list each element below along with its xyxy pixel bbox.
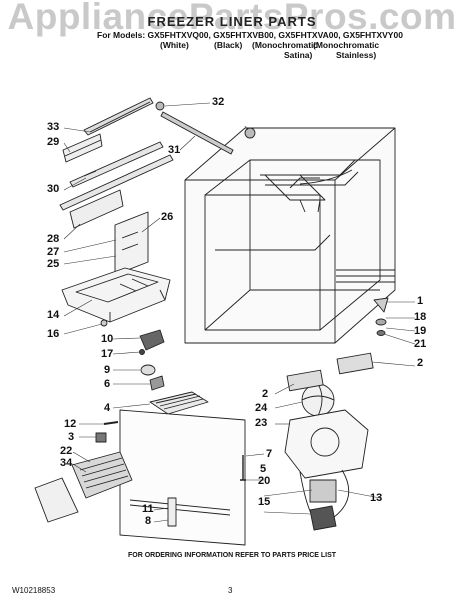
callout-8: 8 [145, 515, 152, 527]
part-6-socket [149, 375, 165, 391]
callout-31: 31 [168, 144, 181, 156]
part-15-bracket [309, 505, 337, 531]
part-4-grille [149, 391, 209, 415]
variant-monochromatic-2: (Monochromatic [313, 40, 380, 50]
part-21 [376, 330, 386, 336]
variant-satina: Satina) [284, 50, 313, 60]
part-2-cover-a [286, 369, 324, 392]
part-9-bulb [140, 364, 156, 376]
part-11-strip [167, 497, 177, 527]
callout-9: 9 [104, 364, 111, 376]
models-line: For Models: GX5FHTXVQ00, GX5FHTXVB00, GX… [97, 30, 403, 40]
callout-12: 12 [64, 418, 77, 430]
callout-1: 1 [417, 295, 424, 307]
callout-22: 22 [60, 445, 73, 457]
callout-10: 10 [101, 333, 114, 345]
ordering-note: FOR ORDERING INFORMATION REFER TO PARTS … [127, 552, 337, 559]
part-33-bar [83, 97, 154, 136]
part-3-clip [95, 432, 107, 443]
part-16 [100, 319, 108, 327]
callout-24: 24 [255, 402, 268, 414]
callout-25: 25 [47, 258, 60, 270]
callout-34: 34 [60, 457, 73, 469]
callout-28: 28 [47, 233, 60, 245]
callout-33: 33 [47, 121, 60, 133]
callout-15: 15 [258, 496, 271, 508]
callout-6: 6 [104, 378, 111, 390]
callout-7: 7 [266, 448, 273, 460]
part-cover [34, 477, 79, 523]
part-29-bracket [62, 133, 103, 163]
page-title: FREEZER LINER PARTS [147, 14, 317, 29]
part-14-pan [61, 267, 171, 323]
variant-stainless: Stainless) [336, 50, 377, 60]
callout-2-left: 2 [262, 388, 269, 400]
part-2-cover-b [336, 352, 374, 375]
callout-3: 3 [68, 431, 75, 443]
part-17 [139, 349, 145, 355]
part-7-wire [240, 455, 246, 481]
callout-20: 20 [258, 475, 271, 487]
callout-2-right: 2 [417, 357, 424, 369]
document-number: W10218853 [12, 586, 56, 595]
rear-panel [119, 409, 246, 546]
part-30-rail [59, 141, 174, 211]
part-31-rod [155, 101, 256, 155]
variant-monochromatic-1: (Monochromatic [252, 40, 319, 50]
callout-16: 16 [47, 328, 60, 340]
part-18 [373, 297, 389, 313]
callout-29: 29 [47, 136, 60, 148]
part-28-bracket [69, 189, 124, 229]
variant-white: (White) [160, 40, 189, 50]
part-10-housing [139, 329, 165, 351]
callout-30: 30 [47, 183, 60, 195]
callout-5: 5 [260, 463, 267, 475]
callout-21: 21 [414, 338, 427, 350]
variant-black: (Black) [214, 40, 243, 50]
part-12-screw [103, 421, 119, 425]
part-23-shroud [284, 409, 369, 479]
part-27-bracket [114, 211, 149, 276]
page-number: 3 [228, 586, 233, 595]
callout-14: 14 [47, 309, 60, 321]
callout-13: 13 [370, 492, 383, 504]
callout-32: 32 [212, 96, 225, 108]
callout-18: 18 [414, 311, 427, 323]
freezer-liner [184, 127, 396, 344]
callout-26: 26 [161, 211, 174, 223]
callout-11: 11 [142, 503, 154, 515]
part-22-vent [71, 451, 133, 499]
callout-17: 17 [101, 348, 114, 360]
part-24-fan [301, 383, 335, 417]
callout-19: 19 [414, 325, 427, 337]
leader-lines [63, 102, 416, 523]
watermark: AppliancePartsPros.com [7, 0, 457, 37]
callout-4: 4 [104, 402, 111, 414]
callout-23: 23 [255, 417, 268, 429]
part-19 [375, 318, 387, 326]
callout-27: 27 [47, 246, 60, 258]
